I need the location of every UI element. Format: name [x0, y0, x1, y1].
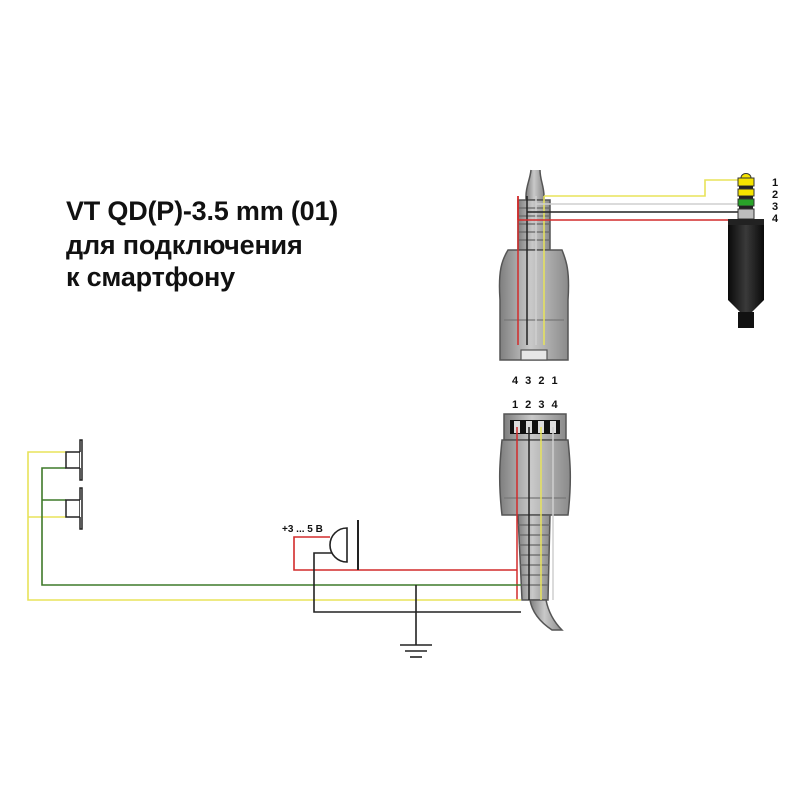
microphone-icon [329, 520, 359, 570]
qd-top-pin-labels: 4 3 2 1 [512, 375, 560, 387]
jack-pin-labels: 1 2 3 4 [772, 177, 779, 225]
speaker-upper-icon [65, 439, 83, 481]
qd-bottom-pin-labels: 1 2 3 4 [512, 399, 560, 411]
title-line-2: для подключения [66, 230, 303, 260]
headset-wiring [27, 451, 521, 645]
jack-pin-1: 1 [772, 177, 778, 189]
title-line-3: к смартфону [66, 262, 235, 292]
qd-connector-bottom [498, 413, 572, 631]
jack-wiring [517, 179, 745, 221]
ground-icon [400, 644, 432, 658]
jack-pin-3: 3 [772, 201, 778, 213]
microphone-supply-label: +3 ... 5 В [282, 524, 323, 535]
title-line-1: VT QD(P)-3.5 mm (01) [66, 196, 339, 226]
jack-pin-2: 2 [772, 189, 778, 201]
qd-connector-top [498, 169, 570, 361]
jack-3-5mm [728, 173, 764, 328]
speaker-lower-icon [65, 487, 83, 530]
jack-pin-4: 4 [772, 213, 779, 225]
